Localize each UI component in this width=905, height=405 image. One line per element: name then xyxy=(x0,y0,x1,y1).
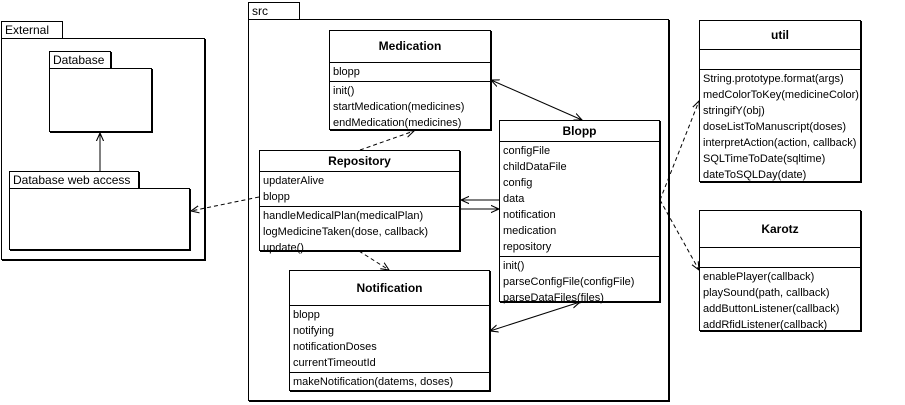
method: addRfidListener(callback) xyxy=(703,319,828,331)
method: SQLTimeToDate(sqltime) xyxy=(703,153,826,165)
repository-attributes: updaterAlive blopp xyxy=(260,171,459,206)
method: startMedication(medicines) xyxy=(333,101,465,113)
util-class-name: util xyxy=(771,28,789,42)
attribute: blopp xyxy=(333,66,360,78)
notification-class: Notification blopp notifying notificatio… xyxy=(289,270,490,391)
method: endMedication(medicines) xyxy=(333,117,462,129)
method: addButtonListener(callback) xyxy=(703,303,840,315)
blopp-class: Blopp configFile childDataFile config da… xyxy=(499,120,660,304)
attribute: notifying xyxy=(293,325,334,337)
attribute: currentTimeoutId xyxy=(293,357,376,369)
karotz-class: Karotz enablePlayer(callback) playSound(… xyxy=(699,210,861,331)
karotz-methods: enablePlayer(callback) playSound(path, c… xyxy=(700,267,860,334)
repository-to-notification-dependency xyxy=(358,250,389,270)
method: dateToSQLDay(date) xyxy=(703,169,807,181)
repository-to-web-access-dependency xyxy=(191,196,260,211)
notification-attributes: blopp notifying notificationDoses curren… xyxy=(290,305,489,372)
method: String.prototype.format(args) xyxy=(703,73,844,85)
attribute: medication xyxy=(503,225,557,237)
repository-class: Repository updaterAlive blopp handleMedi… xyxy=(259,150,460,254)
method: init() xyxy=(503,260,525,272)
attribute: repository xyxy=(503,241,552,253)
attribute: updaterAlive xyxy=(263,175,325,187)
repository-class-name: Repository xyxy=(328,154,391,168)
external-package-label: External xyxy=(5,23,50,37)
database-package-tab: Database xyxy=(49,51,111,69)
database-web-access-label: Database web access xyxy=(13,173,131,187)
method: medColorToKey(medicineColor) xyxy=(703,89,859,101)
database-web-access-tab: Database web access xyxy=(9,171,139,189)
attribute: config xyxy=(503,177,533,189)
util-class: util String.prototype.format(args) medCo… xyxy=(699,20,861,182)
notification-class-name: Notification xyxy=(356,281,423,295)
external-package-tab: External xyxy=(1,21,63,39)
blopp-attributes: configFile childDataFile config data not… xyxy=(500,141,659,256)
method: doseListToManuscript(doses) xyxy=(703,121,847,133)
method: handleMedicalPlan(medicalPlan) xyxy=(263,210,424,222)
method: update() xyxy=(263,242,304,254)
attribute: notificationDoses xyxy=(293,341,377,353)
method: makeNotification(datems, doses) xyxy=(293,376,454,388)
karotz-attributes xyxy=(700,247,860,267)
method: logMedicineTaken(dose, callback) xyxy=(263,226,429,238)
medication-blopp-association xyxy=(491,80,582,120)
notification-blopp-association xyxy=(490,302,580,331)
util-methods: String.prototype.format(args) medColorTo… xyxy=(700,69,860,184)
medication-class: Medication blopp init() startMedication(… xyxy=(329,30,491,130)
src-package-label: src xyxy=(252,4,268,18)
attribute: notification xyxy=(503,209,556,221)
repository-methods: handleMedicalPlan(medicalPlan) logMedici… xyxy=(260,206,459,257)
method: parseConfigFile(configFile) xyxy=(503,276,635,288)
src-package-tab: src xyxy=(248,2,300,20)
method: enablePlayer(callback) xyxy=(703,271,815,283)
attribute: blopp xyxy=(263,191,290,203)
attribute: configFile xyxy=(503,145,551,157)
attribute: data xyxy=(503,193,525,205)
blopp-to-util-dependency xyxy=(659,101,699,201)
medication-class-name: Medication xyxy=(378,39,442,53)
method: interpretAction(action, callback) xyxy=(703,137,857,149)
database-package xyxy=(49,68,152,132)
attribute: blopp xyxy=(293,309,320,321)
blopp-class-name: Blopp xyxy=(562,124,597,138)
medication-methods: init() startMedication(medicines) endMed… xyxy=(330,81,490,132)
repository-to-medication-dependency xyxy=(359,131,414,151)
method: stringifY(obj) xyxy=(703,105,765,117)
method: playSound(path, callback) xyxy=(703,287,830,299)
database-web-access-package xyxy=(9,188,190,250)
method: init() xyxy=(333,85,355,97)
util-attributes xyxy=(700,49,860,69)
attribute: childDataFile xyxy=(503,161,567,173)
medication-attributes: blopp xyxy=(330,62,490,81)
blopp-to-karotz-dependency xyxy=(659,199,699,270)
karotz-class-name: Karotz xyxy=(761,222,799,236)
notification-methods: makeNotification(datems, doses) xyxy=(290,372,489,391)
database-package-label: Database xyxy=(53,53,105,67)
